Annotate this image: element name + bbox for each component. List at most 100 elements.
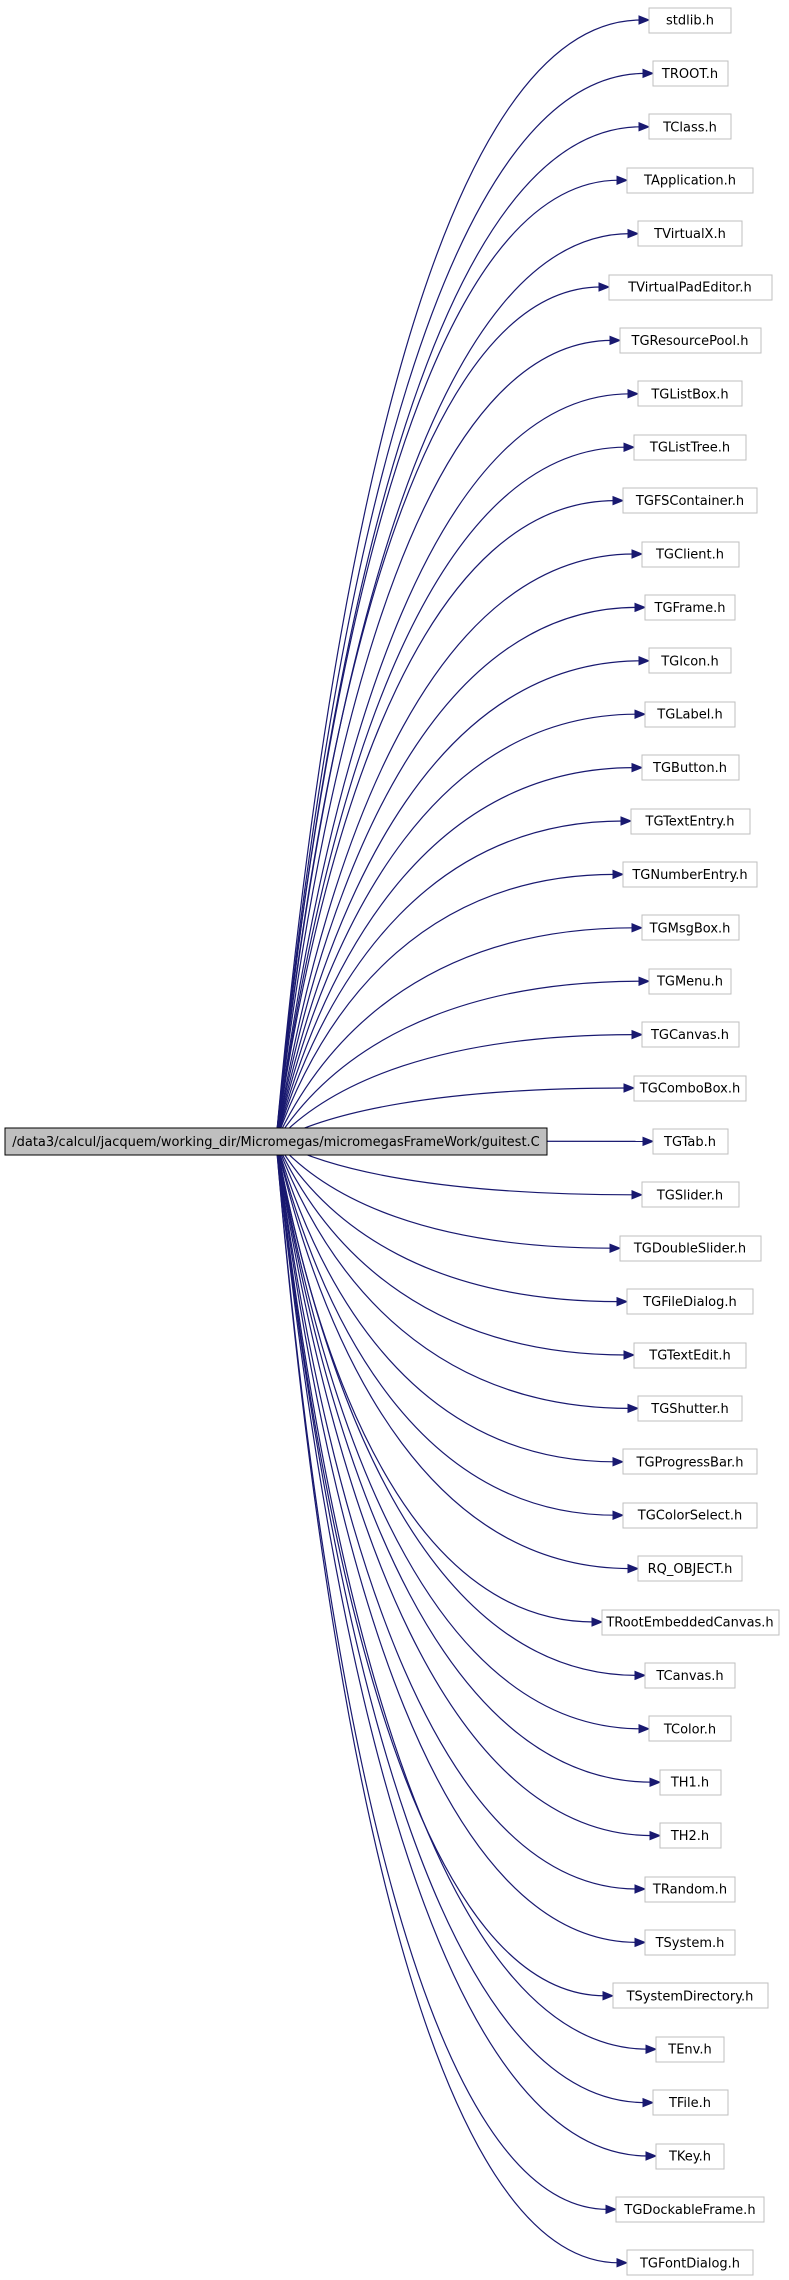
include-node-tgmsgbox-h[interactable]: TGMsgBox.h: [641, 914, 740, 941]
include-box-tgcolorselect-h[interactable]: [622, 1502, 758, 1529]
include-box-tapplication-h[interactable]: [626, 167, 754, 194]
include-node-tgprogressbar-h[interactable]: TGProgressBar.h: [622, 1448, 758, 1475]
include-node-tgresourcepool-h[interactable]: TGResourcePool.h: [619, 327, 762, 354]
include-node-trandom-h[interactable]: TRandom.h: [644, 1876, 736, 1903]
include-node-tgtextentry-h[interactable]: TGTextEntry.h: [630, 808, 751, 835]
include-node-tsystemdirectory-h[interactable]: TSystemDirectory.h: [612, 1982, 769, 2009]
include-node-trootembeddedcanvas-h[interactable]: TRootEmbeddedCanvas.h: [601, 1609, 780, 1636]
include-box-tvirtualpadeditor-h[interactable]: [608, 274, 773, 301]
include-node-tgframe-h[interactable]: TGFrame.h: [644, 594, 736, 621]
include-node-tgclient-h[interactable]: TGClient.h: [641, 541, 740, 568]
include-node-tsystem-h[interactable]: TSystem.h: [644, 1929, 736, 1956]
include-box-tgmsgbox-h[interactable]: [641, 914, 740, 941]
include-node-tapplication-h[interactable]: TApplication.h: [626, 167, 754, 194]
include-node-tgnumberentry-h[interactable]: TGNumberEntry.h: [622, 861, 758, 888]
include-node-tfile-h[interactable]: TFile.h: [652, 2089, 729, 2116]
include-box-tgresourcepool-h[interactable]: [619, 327, 762, 354]
include-box-tclass-h[interactable]: [648, 113, 732, 140]
include-node-tgdoubleslider-h[interactable]: TGDoubleSlider.h: [619, 1235, 762, 1262]
arrowhead-tgclient-h: [631, 549, 644, 559]
include-node-tgfontdialog-h[interactable]: TGFontDialog.h: [626, 2249, 754, 2276]
include-box-tgslider-h[interactable]: [641, 1181, 740, 1208]
include-box-tgfontdialog-h[interactable]: [626, 2249, 754, 2276]
include-node-tgcolorselect-h[interactable]: TGColorSelect.h: [622, 1502, 758, 1529]
include-node-tkey-h[interactable]: TKey.h: [655, 2143, 725, 2170]
include-box-tgdoubleslider-h[interactable]: [619, 1235, 762, 1262]
include-box-tgtextentry-h[interactable]: [630, 808, 751, 835]
root-file-box[interactable]: [4, 1127, 548, 1156]
include-node-tglabel-h[interactable]: TGLabel.h: [644, 701, 736, 728]
include-node-troot-h[interactable]: TROOT.h: [652, 60, 729, 87]
include-box-tgtab-h[interactable]: [652, 1128, 729, 1155]
include-box-trandom-h[interactable]: [644, 1876, 736, 1903]
arrowhead-th2-h: [649, 1830, 662, 1841]
include-box-tgmenu-h[interactable]: [648, 968, 732, 995]
include-node-tglisttree-h[interactable]: TGListTree.h: [633, 434, 747, 461]
include-box-tgcombobox-h[interactable]: [633, 1075, 747, 1102]
edge-to-tglisttree-h: [275, 446, 627, 1142]
include-node-tgtextedit-h[interactable]: TGTextEdit.h: [633, 1342, 747, 1369]
include-node-tgfscontainer-h[interactable]: TGFSContainer.h: [622, 487, 758, 514]
include-label-tvirtualpadeditor-h: TVirtualPadEditor.h: [627, 281, 752, 296]
include-box-tgdockableframe-h[interactable]: [615, 2196, 765, 2223]
include-box-tgclient-h[interactable]: [641, 541, 740, 568]
include-box-tgcanvas-h[interactable]: [641, 1021, 740, 1048]
include-box-rq-object-h[interactable]: [637, 1555, 743, 1582]
include-node-tgmenu-h[interactable]: TGMenu.h: [648, 968, 732, 995]
edge-to-tgcanvas-h: [275, 1034, 635, 1142]
include-box-tglabel-h[interactable]: [644, 701, 736, 728]
arrowhead-tkey-h: [645, 2151, 658, 2161]
include-node-tglistbox-h[interactable]: TGListBox.h: [637, 380, 743, 407]
include-box-tsystem-h[interactable]: [644, 1929, 736, 1956]
include-box-tgframe-h[interactable]: [644, 594, 736, 621]
include-label-tgdockableframe-h: TGDockableFrame.h: [623, 2203, 755, 2218]
include-box-th2-h[interactable]: [659, 1822, 722, 1849]
include-node-th1-h[interactable]: TH1.h: [659, 1769, 722, 1796]
include-node-tgfiledialog-h[interactable]: TGFileDialog.h: [626, 1288, 754, 1315]
include-box-tgfiledialog-h[interactable]: [626, 1288, 754, 1315]
include-box-th1-h[interactable]: [659, 1769, 722, 1796]
include-node-tcolor-h[interactable]: TColor.h: [648, 1715, 732, 1742]
include-node-tenv-h[interactable]: TEnv.h: [655, 2036, 725, 2063]
include-box-tfile-h[interactable]: [652, 2089, 729, 2116]
include-box-tvirtualx-h[interactable]: [637, 220, 743, 247]
include-box-tgicon-h[interactable]: [648, 647, 732, 674]
include-box-tgnumberentry-h[interactable]: [622, 861, 758, 888]
include-box-tsystemdirectory-h[interactable]: [612, 1982, 769, 2009]
include-box-tgprogressbar-h[interactable]: [622, 1448, 758, 1475]
include-box-tgshutter-h[interactable]: [637, 1395, 743, 1422]
edge-to-stdlib-h: [275, 19, 642, 1142]
include-node-stdlib-h[interactable]: stdlib.h: [648, 7, 732, 34]
include-node-tgshutter-h[interactable]: TGShutter.h: [637, 1395, 743, 1422]
include-box-tgtextedit-h[interactable]: [633, 1342, 747, 1369]
include-box-tcolor-h[interactable]: [648, 1715, 732, 1742]
include-node-tvirtualpadeditor-h[interactable]: TVirtualPadEditor.h: [608, 274, 773, 301]
include-node-tgtab-h[interactable]: TGTab.h: [652, 1128, 729, 1155]
include-box-tglisttree-h[interactable]: [633, 434, 747, 461]
include-box-tgfscontainer-h[interactable]: [622, 487, 758, 514]
include-node-tgdockableframe-h[interactable]: TGDockableFrame.h: [615, 2196, 765, 2223]
include-node-tclass-h[interactable]: TClass.h: [648, 113, 732, 140]
edge-to-tgdockableframe-h: [275, 1140, 609, 2210]
include-node-tvirtualx-h[interactable]: TVirtualX.h: [637, 220, 743, 247]
include-node-th2-h[interactable]: TH2.h: [659, 1822, 722, 1849]
include-box-tgbutton-h[interactable]: [641, 754, 740, 781]
root-file-node[interactable]: /data3/calcul/jacquem/working_dir/Microm…: [4, 1127, 548, 1156]
include-label-tgicon-h: TGIcon.h: [660, 654, 719, 669]
include-node-tgicon-h[interactable]: TGIcon.h: [648, 647, 732, 674]
include-box-tglistbox-h[interactable]: [637, 380, 743, 407]
arrowhead-tcolor-h: [638, 1724, 651, 1734]
include-node-tgbutton-h[interactable]: TGButton.h: [641, 754, 740, 781]
include-box-tkey-h[interactable]: [655, 2143, 725, 2170]
include-box-tenv-h[interactable]: [655, 2036, 725, 2063]
include-box-tcanvas-h[interactable]: [644, 1662, 736, 1689]
include-node-tgcombobox-h[interactable]: TGComboBox.h: [633, 1075, 747, 1102]
include-box-stdlib-h[interactable]: [648, 7, 732, 34]
arrowhead-tgprogressbar-h: [612, 1457, 625, 1467]
include-node-rq-object-h[interactable]: RQ_OBJECT.h: [637, 1555, 743, 1582]
include-box-troot-h[interactable]: [652, 60, 729, 87]
include-node-tgcanvas-h[interactable]: TGCanvas.h: [641, 1021, 740, 1048]
include-box-trootembeddedcanvas-h[interactable]: [601, 1609, 780, 1636]
include-node-tgslider-h[interactable]: TGSlider.h: [641, 1181, 740, 1208]
include-node-tcanvas-h[interactable]: TCanvas.h: [644, 1662, 736, 1689]
